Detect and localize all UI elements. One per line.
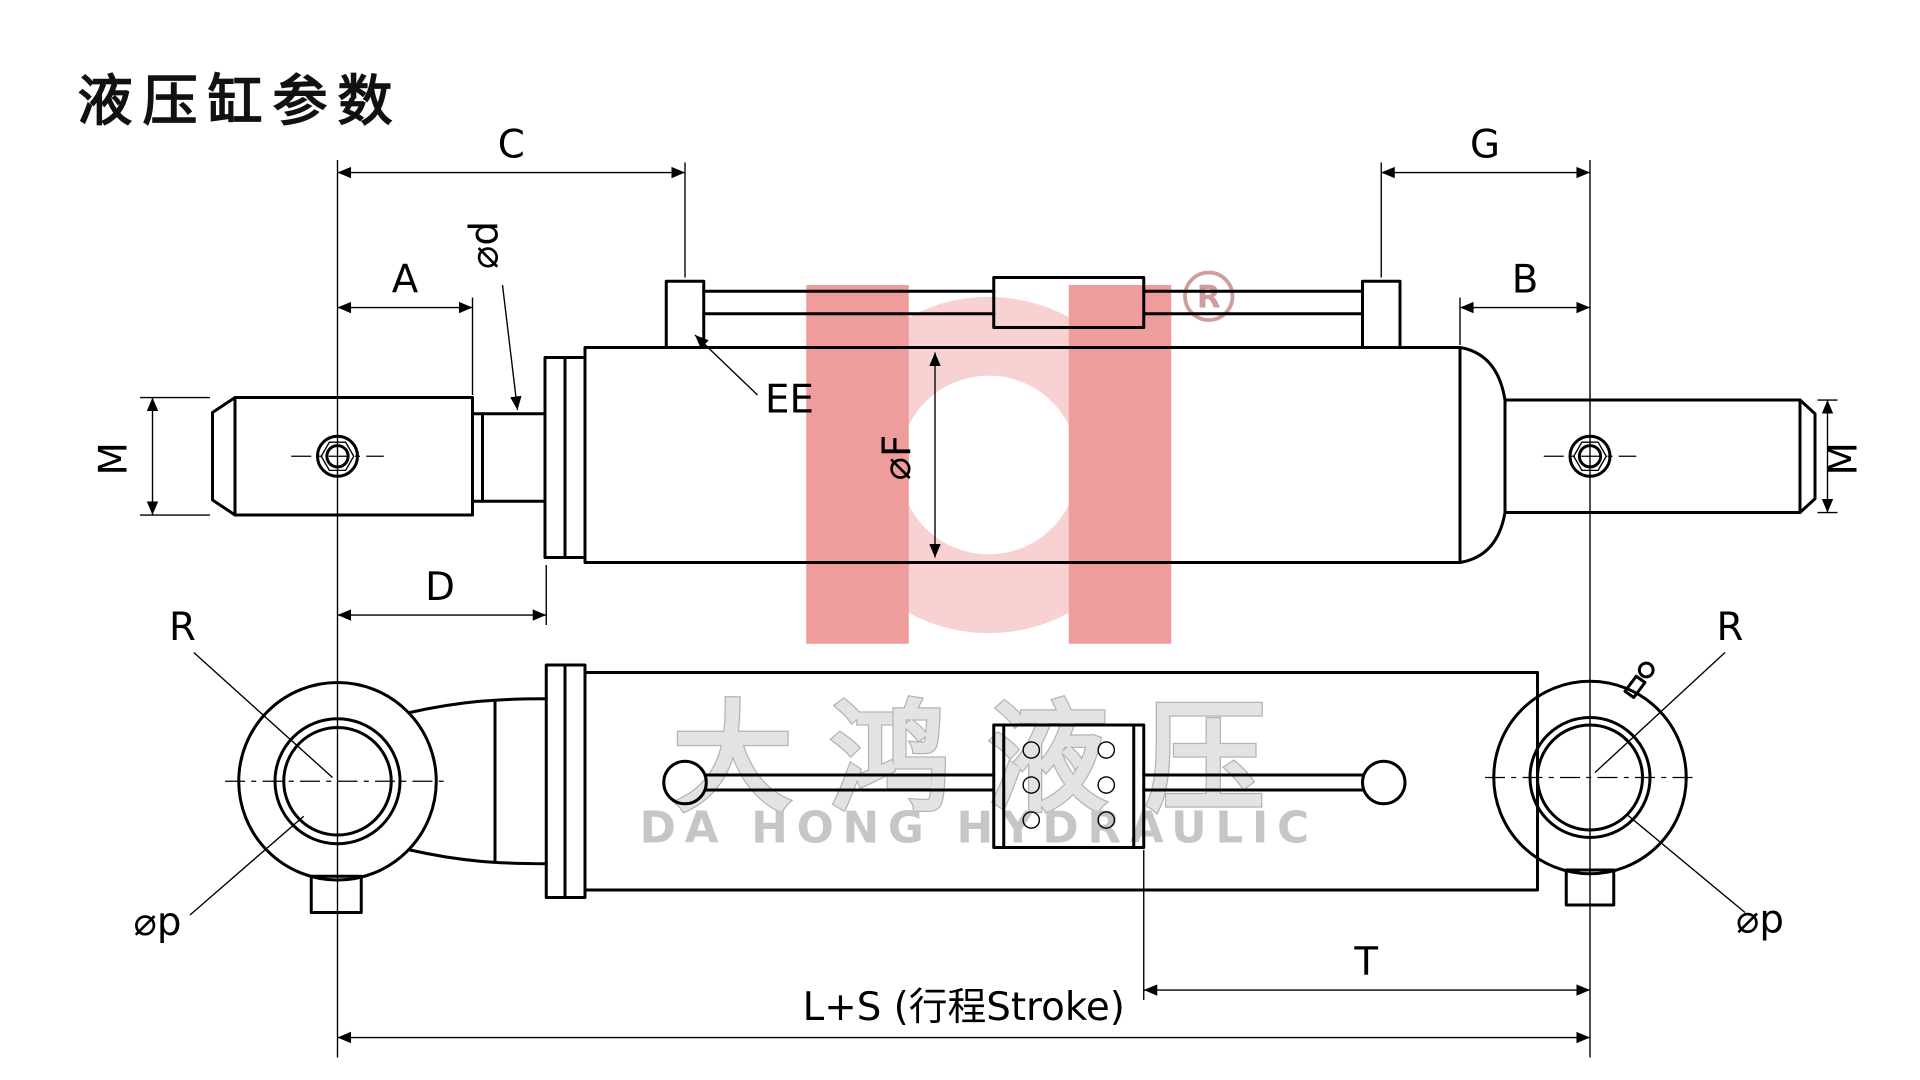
dim-M-left: M <box>91 396 210 516</box>
cap-transition-top <box>1458 346 1507 402</box>
cylinder-tube <box>583 346 1462 564</box>
gland-plate-2 <box>563 356 587 559</box>
dim-label-A: A <box>392 258 419 303</box>
dim-B: B <box>1459 258 1590 345</box>
bottom-view-dimensions: R ⌀p R ⌀p T L+S (行程Stroke) <box>134 605 1784 1044</box>
dim-rod-diameter: ⌀d <box>463 221 522 411</box>
dim-label-R-left: R <box>169 605 196 650</box>
dim-D: D <box>337 565 547 625</box>
eye-left <box>225 681 548 914</box>
dim-label-T: T <box>1353 940 1378 985</box>
dim-R-right: R <box>1594 605 1744 774</box>
logo-bar-right <box>1068 285 1172 644</box>
dim-C: C <box>337 123 686 278</box>
dim-A: A <box>337 258 474 395</box>
dim-R-left: R <box>169 605 333 779</box>
dim-label-B: B <box>1512 258 1539 303</box>
port-circle-left <box>662 759 708 806</box>
dim-stroke-length: L+S (行程Stroke) <box>337 985 1590 1044</box>
watermark: R 大鸿液压 DA HONG HYDRAULIC <box>640 270 1318 854</box>
logo-bar-left <box>806 285 909 644</box>
dim-pin-left: ⌀p <box>134 815 305 945</box>
page-title: 液压缸参数 <box>78 69 403 133</box>
dim-label-pin-right: ⌀p <box>1736 898 1784 943</box>
grease-fitting <box>1623 661 1655 699</box>
top-view <box>211 276 1817 564</box>
dim-EE: EE <box>694 334 814 423</box>
watermark-brand-cn: 大鸿液压 <box>673 690 1303 829</box>
dim-M-right: M <box>1817 399 1866 514</box>
dim-bore-diameter: ⌀F <box>875 352 941 558</box>
port-circle-right <box>1361 759 1407 806</box>
dim-label-bore-diameter: ⌀F <box>875 435 920 481</box>
piston-rod <box>662 759 1407 806</box>
cap-transition-bottom <box>1458 511 1507 564</box>
port-block-right <box>1361 279 1402 349</box>
center-mount-block <box>992 276 1146 329</box>
dim-label-M-right: M <box>1821 442 1866 475</box>
bottom-gland-plate-2 <box>563 663 587 899</box>
bottom-view <box>225 661 1698 914</box>
dim-G: G <box>1380 123 1590 278</box>
dim-label-pin-left: ⌀p <box>134 900 182 945</box>
dim-label-D: D <box>425 565 455 610</box>
watermark-brand-en: DA HONG HYDRAULIC <box>640 803 1318 854</box>
registered-mark: R <box>1197 280 1221 316</box>
dim-label-R-right: R <box>1717 605 1744 650</box>
gland-plate-1 <box>543 356 567 559</box>
eye-right <box>1485 661 1698 907</box>
dim-label-G: G <box>1470 123 1500 168</box>
dim-label-rod-diameter: ⌀d <box>463 221 508 269</box>
dim-label-EE: EE <box>765 378 814 423</box>
bottom-gland-plate-1 <box>544 663 567 899</box>
center-bolt-block <box>992 723 1146 849</box>
top-view-dimensions: C G A ⌀d EE ⌀F B <box>91 123 1866 1058</box>
dim-label-stroke-length: L+S (行程Stroke) <box>803 985 1125 1030</box>
dim-label-C: C <box>498 123 525 168</box>
registered-mark-circle <box>1183 270 1235 322</box>
dim-pin-right: ⌀p <box>1627 814 1784 943</box>
dim-T: T <box>1143 850 1590 1000</box>
dim-label-M-left: M <box>91 442 136 475</box>
